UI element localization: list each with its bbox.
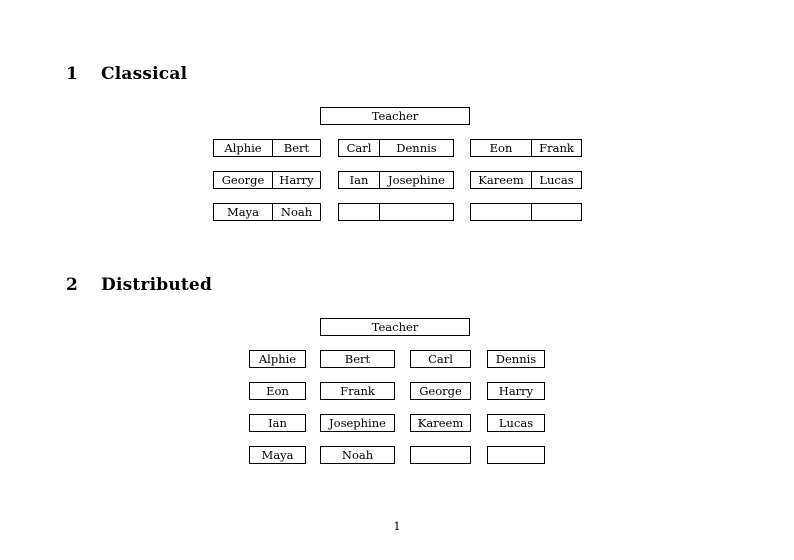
student-box: Harry xyxy=(487,382,545,400)
student-pair-group: Carl Dennis xyxy=(338,139,454,157)
student-box: Noah xyxy=(320,446,395,464)
student-box: Harry xyxy=(272,172,320,188)
page-number: 1 xyxy=(393,519,401,533)
student-box: Frank xyxy=(531,140,581,156)
student-box: Bert xyxy=(320,350,395,368)
student-box: Dennis xyxy=(487,350,545,368)
student-pair-group: Eon Frank xyxy=(470,139,582,157)
student-box: Alphie xyxy=(224,141,262,155)
student-box: Maya xyxy=(227,205,259,219)
student-pair-group: Alphie Bert xyxy=(213,139,321,157)
student-pair-group: Kareem Lucas xyxy=(470,171,582,189)
student-box: Noah xyxy=(272,204,320,220)
section-heading-classical: 1 Classical xyxy=(66,64,187,84)
student-box: George xyxy=(221,173,265,187)
student-box-empty xyxy=(379,204,453,220)
student-box: Maya xyxy=(249,446,306,464)
student-box: Kareem xyxy=(478,173,524,187)
student-box: Kareem xyxy=(410,414,471,432)
section-number: 1 xyxy=(66,64,79,84)
student-pair-group: Maya Noah xyxy=(213,203,321,221)
student-box: Ian xyxy=(349,173,369,187)
student-box: Ian xyxy=(249,414,306,432)
section-title: Classical xyxy=(101,64,188,84)
section-number: 2 xyxy=(66,275,79,295)
student-pair-group xyxy=(470,203,582,221)
student-box: Carl xyxy=(346,141,372,155)
student-box-empty xyxy=(471,204,531,220)
student-box: Josephine xyxy=(320,414,395,432)
teacher-box: Teacher xyxy=(320,107,470,125)
student-box: George xyxy=(410,382,471,400)
student-box: Frank xyxy=(320,382,395,400)
teacher-box: Teacher xyxy=(320,318,470,336)
student-box: Dennis xyxy=(379,140,453,156)
student-box: Lucas xyxy=(531,172,581,188)
student-box: Alphie xyxy=(249,350,306,368)
student-pair-group: George Harry xyxy=(213,171,321,189)
student-pair-group xyxy=(338,203,454,221)
student-box-empty xyxy=(410,446,471,464)
student-box: Carl xyxy=(410,350,471,368)
student-box: Bert xyxy=(272,140,320,156)
student-box: Eon xyxy=(249,382,306,400)
student-box-empty xyxy=(487,446,545,464)
student-box-empty xyxy=(339,204,379,220)
student-box-empty xyxy=(531,204,581,220)
student-box: Lucas xyxy=(487,414,545,432)
student-box: Eon xyxy=(489,141,513,155)
section-heading-distributed: 2 Distributed xyxy=(66,275,212,295)
student-box: Josephine xyxy=(379,172,453,188)
student-pair-group: Ian Josephine xyxy=(338,171,454,189)
section-title: Distributed xyxy=(101,275,213,295)
